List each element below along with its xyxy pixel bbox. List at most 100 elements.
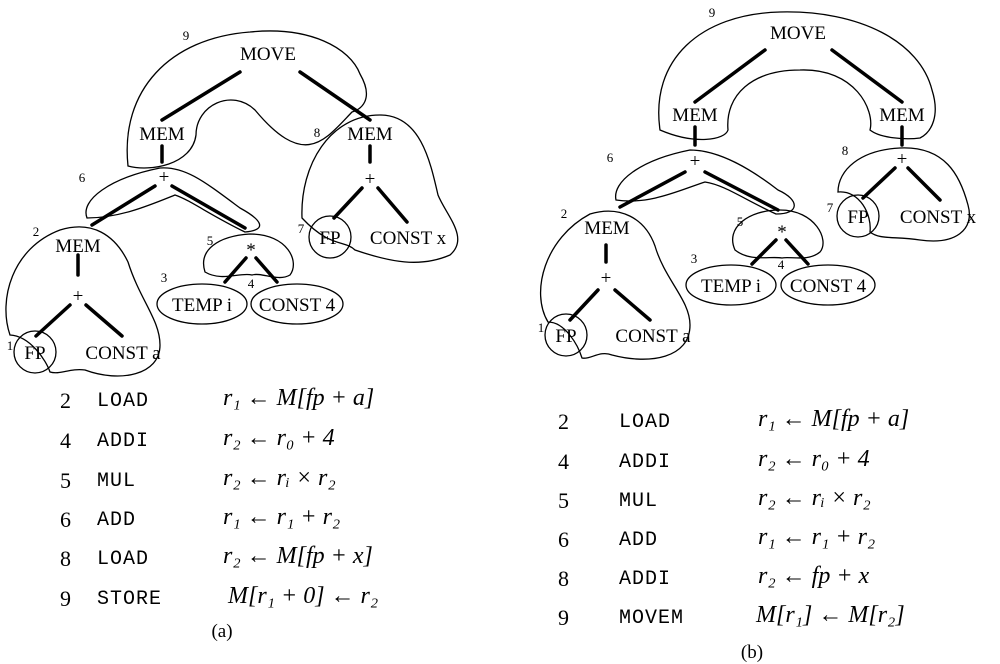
a-tile-num-6: 6: [79, 170, 86, 185]
b-node-move: MOVE: [770, 23, 826, 44]
instr-num: 2: [558, 409, 569, 434]
panel-b-diagram: [539, 11, 970, 360]
tile-b-5: [732, 209, 824, 259]
instr-expr: r₂ ← M[fp + x]: [223, 543, 373, 569]
b-tile-num-5: 5: [737, 214, 744, 229]
b-tile-num-4: 4: [778, 257, 785, 272]
edge-a-plus-constx: [376, 186, 409, 224]
edge-a-move-memL: [160, 70, 242, 122]
panel-a-diagram: [5, 30, 459, 377]
tile-a-6: [85, 167, 261, 233]
instr-num: 6: [558, 527, 569, 552]
b-node-const-a: CONST a: [615, 326, 691, 347]
b-tile-num-6: 6: [607, 150, 614, 165]
instr-op: ADD: [619, 529, 659, 552]
panel-b-tiles: [539, 11, 970, 360]
b-node-plus-mid: +: [690, 151, 701, 172]
tile-b-6: [615, 149, 795, 215]
b-node-mem-left: MEM: [584, 218, 630, 239]
a-tile-num-7: 7: [298, 221, 305, 236]
b-tile-num-9: 9: [709, 5, 716, 20]
instr-expr: r₂ ← rᵢ × r₂: [758, 485, 871, 511]
caption-b: (b): [741, 642, 763, 663]
instr-expr: r₁ ← M[fp + a]: [758, 406, 910, 432]
instr-expr: M[r₁] ← M[r₂]: [756, 602, 905, 628]
a-node-temp-i: TEMP i: [172, 295, 232, 316]
b-node-temp-i: TEMP i: [701, 276, 761, 297]
instr-op: ADDI: [97, 430, 150, 453]
a-node-fp-left: FP: [24, 343, 45, 364]
panel-a-labels: MOVE MEM MEM + + MEM + * FP CONST a TEMP…: [7, 28, 447, 642]
panel-a-tiles: [5, 30, 459, 377]
edge-b-move-memR: [830, 48, 904, 104]
instr-expr: r₂ ← fp + x: [758, 563, 870, 589]
edge-b-plus-times: [703, 170, 780, 212]
tile-a-9: [126, 30, 367, 169]
a-node-fp-right: FP: [319, 228, 340, 249]
tile-a-5: [202, 233, 294, 279]
instr-num: 6: [60, 507, 71, 532]
edge-b-plus-constx: [906, 166, 942, 202]
instr-num: 9: [60, 586, 71, 611]
instr-op: LOAD: [97, 390, 150, 413]
b-tile-num-8: 8: [842, 143, 849, 158]
a-node-const-4: CONST 4: [259, 295, 336, 316]
b-node-plus-r: +: [897, 149, 908, 170]
edge-a-plus-fp: [34, 303, 72, 338]
a-node-plus-r: +: [365, 169, 376, 190]
a-tile-num-4: 4: [248, 276, 255, 291]
instr-op: ADDI: [619, 568, 672, 591]
panel-b-edges: [568, 48, 942, 322]
panel-a-edges: [34, 70, 409, 338]
b-tile-num-3: 3: [691, 251, 698, 266]
a-node-times: *: [246, 240, 256, 261]
b-node-fp-left: FP: [555, 326, 576, 347]
tile-b-8: [837, 147, 970, 242]
a-tile-num-5: 5: [207, 233, 214, 248]
tile-b-1: [544, 313, 588, 357]
edge-b-times-temp: [750, 238, 778, 266]
tile-b-4: [780, 264, 876, 306]
a-node-plus-mid: +: [159, 167, 170, 188]
panel-b-labels: MOVE MEM MEM + + MEM + * FP CONST a TEMP…: [538, 5, 977, 663]
a-node-const-x: CONST x: [370, 228, 447, 249]
b-node-mem-l: MEM: [672, 105, 718, 126]
a-tile-num-9: 9: [183, 28, 190, 43]
edge-a-move-memR: [298, 70, 372, 122]
tile-a-8: [301, 114, 459, 263]
tile-a-7: [308, 215, 352, 259]
edge-a-times-const4: [254, 256, 279, 284]
tile-b-3: [685, 264, 777, 306]
b-node-plus-left: +: [601, 268, 612, 289]
edge-a-plus-memleft: [90, 184, 157, 227]
a-node-mem-left: MEM: [55, 236, 101, 257]
instr-num: 8: [60, 546, 71, 571]
instr-expr: r₂ ← r₀ + 4: [223, 425, 335, 451]
instr-num: 5: [558, 488, 569, 513]
instr-num: 8: [558, 566, 569, 591]
instr-expr: r₂ ← rᵢ × r₂: [223, 465, 336, 491]
instr-op: MUL: [97, 470, 137, 493]
edge-a-plus-fp-right: [332, 186, 364, 220]
instr-expr: r₁ ← M[fp + a]: [223, 385, 375, 411]
instr-expr: r₁ ← r₁ + r₂: [758, 524, 876, 550]
instr-expr: r₁ ← r₁ + r₂: [223, 504, 341, 530]
instr-num: 5: [60, 468, 71, 493]
a-tile-num-1: 1: [7, 338, 14, 353]
edge-b-plus-consta: [613, 288, 652, 322]
instr-op: ADD: [97, 509, 137, 532]
b-node-mem-r: MEM: [879, 105, 925, 126]
a-node-mem-r: MEM: [347, 124, 393, 145]
a-node-move: MOVE: [240, 44, 296, 65]
b-tile-num-2: 2: [561, 206, 568, 221]
instr-expr: r₂ ← r₀ + 4: [758, 446, 870, 472]
tile-b-9: [658, 11, 936, 141]
a-tile-num-8: 8: [314, 125, 321, 140]
a-node-plus-left: +: [73, 286, 84, 307]
caption-a: (a): [211, 621, 232, 642]
edge-b-plus-fp: [568, 288, 600, 322]
tile-a-3: [156, 283, 248, 325]
b-node-const-4: CONST 4: [790, 276, 867, 297]
instr-op: STORE: [97, 588, 163, 611]
edge-b-plus-fp-right: [861, 166, 897, 200]
